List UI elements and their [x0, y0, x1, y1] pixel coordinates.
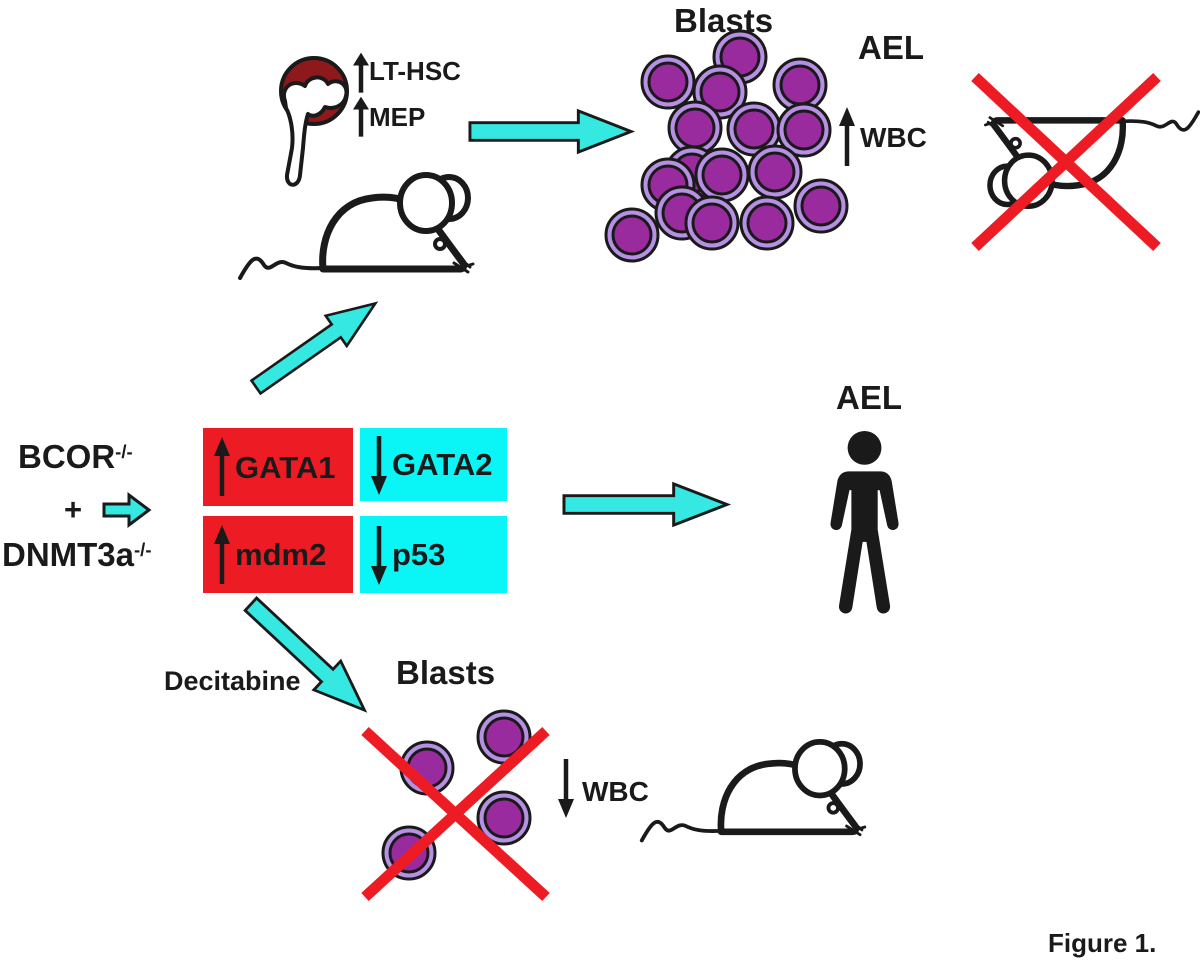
ael-human-label: AEL: [836, 379, 902, 416]
expression-box-p53: p53: [360, 516, 507, 593]
ael-top-label: AEL: [858, 29, 924, 66]
human-silhouette-icon: [830, 430, 899, 614]
arrow-to-human: [562, 481, 732, 528]
red-cross-icon: [971, 72, 1161, 252]
blast-cell: [476, 709, 532, 765]
expression-box-mdm2: mdm2: [203, 516, 353, 593]
blast-cell: [776, 102, 832, 158]
genotype-plus-label: +: [64, 492, 83, 527]
wbc-down-arrow-icon: [558, 759, 574, 818]
blast-cell: [793, 178, 849, 234]
gene2-superscript: -/-: [134, 539, 152, 560]
mep-up-arrow-icon: [353, 96, 369, 137]
bone-marrow-icon: [279, 56, 349, 187]
blast-cell: [476, 790, 532, 846]
blasts-bottom-label: Blasts: [396, 654, 496, 691]
red-cross-icon: [361, 726, 550, 902]
expression-box-label: GATA2: [392, 447, 493, 482]
genotype-gene1-label: BCOR-/-: [18, 438, 133, 475]
mep-label: MEP: [369, 102, 426, 132]
up-arrow-icon: [214, 437, 230, 496]
wbc-top-label: WBC: [860, 122, 927, 153]
treated-mouse-icon: [639, 738, 867, 843]
blast-cell: [739, 195, 795, 251]
arrow-decitabine: [243, 596, 368, 713]
knockout-mouse-icon: [238, 172, 475, 280]
blast-cell: [640, 54, 696, 110]
down-arrow-icon: [371, 435, 387, 495]
arrow-genotype-to-boxes: [102, 492, 152, 528]
wbc-up-arrow-icon: [839, 107, 855, 166]
down-arrow-icon: [371, 525, 387, 585]
arrow-to-mouse: [249, 301, 379, 396]
blast-cell: [604, 207, 660, 263]
expression-box-label: p53: [392, 537, 446, 572]
expression-box-label: mdm2: [235, 537, 327, 572]
expression-box-gata2: GATA2: [360, 428, 507, 501]
figure-caption: Figure 1.: [1048, 928, 1157, 958]
blast-cell: [684, 195, 740, 251]
arrow-to-blasts: [468, 108, 636, 155]
decitabine-label: Decitabine: [164, 666, 301, 696]
expression-box-label: GATA1: [235, 449, 336, 485]
blasts-top-label: Blasts: [674, 2, 774, 39]
genotype-gene2-label: DNMT3a-/-: [2, 536, 152, 573]
blast-cell: [694, 147, 750, 203]
wbc-bottom-label: WBC: [582, 776, 649, 807]
gene1-superscript: -/-: [115, 441, 133, 462]
expression-box-gata1: GATA1: [203, 428, 353, 506]
blast-cell: [747, 144, 803, 200]
up-arrow-icon: [214, 524, 230, 584]
blast-cell-cluster: [604, 29, 849, 263]
lt-hsc-up-arrow-icon: [353, 52, 369, 93]
lt-hsc-label: LT-HSC: [369, 56, 461, 86]
